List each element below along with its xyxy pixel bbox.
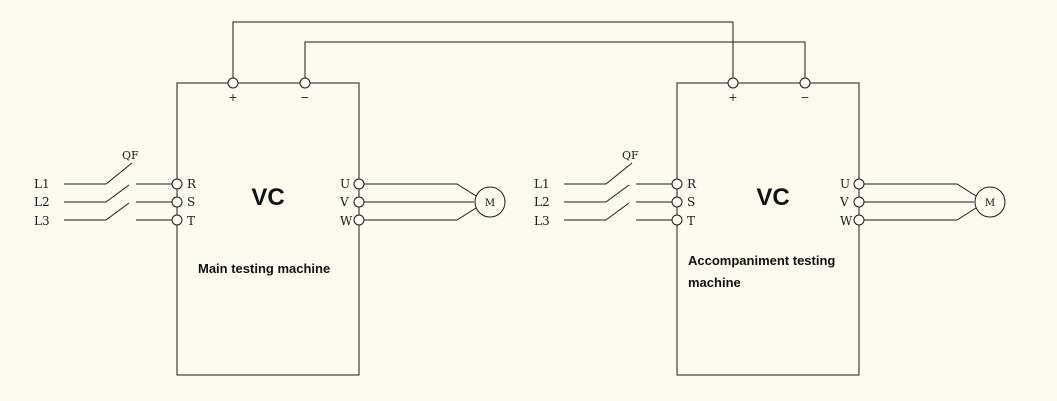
input-terminal-t <box>671 214 683 226</box>
dc-plus-terminal <box>727 77 739 89</box>
plus-label: + <box>228 91 237 104</box>
motor-symbol <box>974 186 1006 218</box>
output-label-u: U <box>840 177 850 191</box>
dc-plus-terminal <box>227 77 239 89</box>
breaker-qf: QF <box>64 149 172 221</box>
plus-label: + <box>728 91 737 104</box>
input-label-t: T <box>187 214 195 228</box>
input-label-r: R <box>187 177 197 191</box>
motor-wiring <box>864 183 977 221</box>
input-terminal-s <box>171 196 183 208</box>
line-label-l2: L2 <box>34 195 50 209</box>
input-terminal-t <box>171 214 183 226</box>
motor-symbol <box>474 186 506 218</box>
dc-minus-link <box>304 41 806 78</box>
output-terminal-u <box>353 178 365 190</box>
input-label-t: T <box>687 214 695 228</box>
unit-main: + − L1 L2 L3 QF R S T U V W <box>34 77 506 376</box>
line-label-l1: L1 <box>34 177 50 191</box>
dc-minus-terminal <box>799 77 811 89</box>
vc-label: VC <box>756 184 789 211</box>
output-label-w: W <box>340 214 353 228</box>
output-label-v: V <box>339 195 349 209</box>
motor-wiring <box>364 183 477 221</box>
drive-box-main <box>176 82 360 376</box>
input-label-r: R <box>687 177 697 191</box>
caption-line-2: machine <box>688 275 741 290</box>
line-label-l3: L3 <box>534 214 550 228</box>
line-label-l1: L1 <box>534 177 550 191</box>
output-terminal-v <box>853 196 865 208</box>
output-terminal-w <box>353 214 365 226</box>
drive-box-accompaniment <box>676 82 860 376</box>
motor-label: M <box>985 198 995 209</box>
breaker-qf: QF <box>564 149 672 221</box>
output-terminal-u <box>853 178 865 190</box>
input-label-s: S <box>187 195 195 209</box>
motor-label: M <box>485 198 495 209</box>
output-terminal-w <box>853 214 865 226</box>
minus-label: − <box>300 91 309 104</box>
input-terminal-r <box>671 178 683 190</box>
caption-line-1: Main testing machine <box>198 261 330 276</box>
output-label-u: U <box>340 177 350 191</box>
line-label-l2: L2 <box>534 195 550 209</box>
breaker-label: QF <box>622 149 639 162</box>
input-terminal-s <box>671 196 683 208</box>
dc-bus-links <box>232 21 806 78</box>
output-label-v: V <box>839 195 849 209</box>
vc-label: VC <box>251 184 284 211</box>
caption-line-1: Accompaniment testing <box>688 253 835 268</box>
minus-label: − <box>800 91 809 104</box>
breaker-label: QF <box>122 149 139 162</box>
output-terminal-v <box>353 196 365 208</box>
dc-minus-terminal <box>299 77 311 89</box>
output-label-w: W <box>840 214 853 228</box>
line-label-l3: L3 <box>34 214 50 228</box>
unit-accompaniment: + − L1 L2 L3 QF R S T U V W <box>534 77 1006 376</box>
input-terminal-r <box>171 178 183 190</box>
input-label-s: S <box>687 195 695 209</box>
dc-plus-link <box>232 21 734 78</box>
